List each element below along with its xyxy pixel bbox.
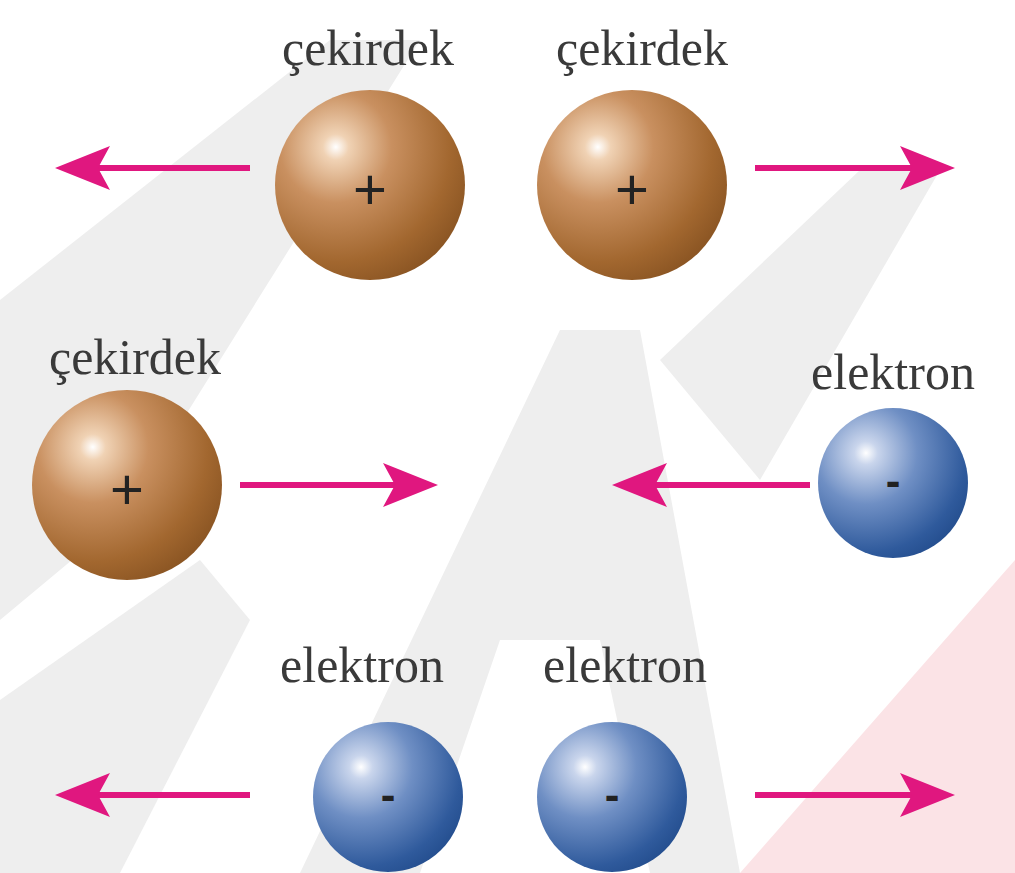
particle-label: elektron	[811, 345, 975, 400]
particle-label: elektron	[280, 638, 444, 693]
electron-ball: elektron -	[811, 345, 975, 559]
charge-ball: +	[32, 390, 222, 580]
electron-ball: elektron -	[537, 638, 707, 873]
charge-sign: +	[615, 160, 649, 218]
charge-ball: +	[537, 90, 727, 280]
charge-sign: -	[886, 459, 901, 503]
charge-sign: +	[110, 460, 144, 518]
charge-ball: -	[537, 722, 687, 872]
nucleus-ball: çekirdek +	[275, 21, 465, 281]
charge-sign: +	[353, 160, 387, 218]
nucleus-ball: çekirdek +	[537, 21, 728, 281]
particle-label: elektron	[543, 638, 707, 693]
particle-label: çekirdek	[49, 330, 221, 385]
electron-ball: elektron -	[280, 638, 463, 873]
charge-sign: -	[605, 773, 620, 817]
nucleus-ball: çekirdek +	[32, 330, 222, 581]
charge-ball: -	[818, 408, 968, 558]
charge-ball: -	[313, 722, 463, 872]
particle-label: çekirdek	[282, 21, 454, 76]
watermark-shapes	[0, 40, 940, 873]
charge-ball: +	[275, 90, 465, 280]
particle-label: çekirdek	[556, 21, 728, 76]
watermark-shapes	[740, 560, 1015, 873]
charge-sign: -	[381, 773, 396, 817]
